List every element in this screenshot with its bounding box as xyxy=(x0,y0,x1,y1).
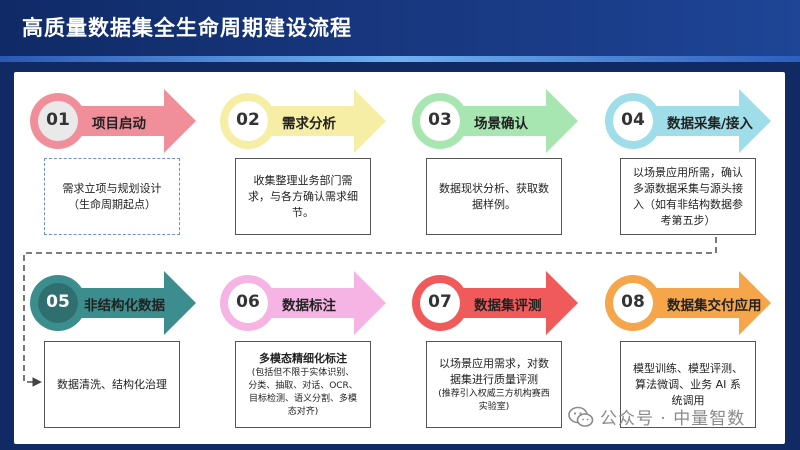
description-note-line: 态对齐) xyxy=(287,406,319,417)
description-line: 模型训练、模型评测、 xyxy=(633,361,743,375)
step-label: 非结构化数据 xyxy=(84,298,165,314)
step-5: 05 非结构化数据 xyxy=(30,271,196,335)
step-label: 场景确认 xyxy=(474,116,528,132)
step-label: 项目启动 xyxy=(92,116,146,132)
step-arrow xyxy=(220,89,386,153)
step-number: 02 xyxy=(236,110,260,130)
step-description-box: 数据现状分析、获取数据样例。 xyxy=(426,158,562,235)
description-line: 以场景应用所需，确认 xyxy=(633,165,743,179)
step-2: 02 需求分析 xyxy=(220,89,386,153)
header-bar: 高质量数据集全生命周期建设流程 xyxy=(0,0,800,62)
description-line: 多模态精细化标注 xyxy=(259,351,347,365)
description-line: 以场景应用需求，对数 xyxy=(438,356,549,370)
description-line: 求，与各方确认需求细 xyxy=(248,189,358,203)
description-line: 考第五步） xyxy=(660,213,716,227)
step-arrow xyxy=(30,271,196,335)
step-number: 08 xyxy=(621,292,645,312)
step-arrow xyxy=(220,271,386,335)
step-description-box: 数据清洗、结构化治理 xyxy=(44,341,180,428)
step-description-box: 以场景应用所需，确认多源数据采集与源头接入（如有非结构数据参考第五步） xyxy=(620,158,756,235)
description-line: 入（如有非结构数据参 xyxy=(633,197,743,211)
step-description-box: 收集整理业务部门需求，与各方确认需求细节。 xyxy=(235,158,371,235)
description-note-line: 实验室) xyxy=(478,401,510,412)
step-label: 数据标注 xyxy=(282,298,336,314)
description-line: 多源数据采集与源头接 xyxy=(633,181,743,195)
step-number: 03 xyxy=(428,110,452,130)
description-line: 据集进行质量评测 xyxy=(449,372,538,386)
description-note-line: (包括但不限于实体识别、 xyxy=(251,367,355,378)
description-note-line: 分类、抽取、对话、OCR、 xyxy=(248,380,358,391)
step-description-box: 以场景应用需求，对数据集进行质量评测 (推荐引入权威三方机构赛西实验室) xyxy=(426,341,562,428)
step-6: 06 数据标注 xyxy=(220,271,386,335)
watermark: 公众号 · 中量智数 xyxy=(568,404,745,429)
step-3: 03 场景确认 xyxy=(412,89,578,153)
step-description-box: 需求立项与规划设计 （生命周期起点） xyxy=(44,158,180,235)
step-arrow xyxy=(605,271,771,335)
step-arrow xyxy=(412,89,578,153)
step-number: 06 xyxy=(236,292,260,312)
description-line: （生命周期起点） xyxy=(68,197,156,211)
watermark-text: 公众号 · 中量智数 xyxy=(600,409,746,429)
description-line: 算法微调、业务 AI 系 xyxy=(635,377,741,391)
step-label: 数据集交付应用 xyxy=(667,298,762,314)
step-8: 08 数据集交付应用 xyxy=(605,271,771,335)
step-label: 数据集评测 xyxy=(474,298,542,314)
description-line: 统调用 xyxy=(671,393,705,407)
description-line: 节。 xyxy=(292,205,314,219)
step-4: 04 数据采集/接入 xyxy=(605,89,771,153)
step-arrow xyxy=(30,89,196,153)
step-description-box: 多模态精细化标注 (包括但不限于实体识别、分类、抽取、对话、OCR、目标检测、语义… xyxy=(235,341,371,428)
step-7: 07 数据集评测 xyxy=(412,271,578,335)
description-line: 需求立项与规划设计 xyxy=(62,181,162,195)
step-arrow xyxy=(605,89,771,153)
description-note-line: (推荐引入权威三方机构赛西 xyxy=(438,388,550,399)
step-arrow xyxy=(412,271,578,335)
step-description-box: 模型训练、模型评测、算法微调、业务 AI 系统调用 xyxy=(620,341,756,428)
step-label: 需求分析 xyxy=(282,116,336,132)
description-line: 数据清洗、结构化治理 xyxy=(57,377,167,391)
step-number: 07 xyxy=(428,292,452,312)
step-number: 05 xyxy=(46,292,70,312)
step-1: 01 项目启动 xyxy=(30,89,196,153)
wechat-icon xyxy=(568,406,594,427)
page-title: 高质量数据集全生命周期建设流程 xyxy=(22,16,352,40)
description-line: 收集整理业务部门需 xyxy=(253,173,353,187)
step-number: 01 xyxy=(46,110,70,130)
description-note-line: 目标检测、语义分割、多模 xyxy=(248,393,357,404)
description-line: 据样例。 xyxy=(472,197,516,211)
step-number: 04 xyxy=(621,110,645,130)
step-label: 数据采集/接入 xyxy=(667,116,753,132)
description-line: 数据现状分析、获取数 xyxy=(439,181,549,195)
